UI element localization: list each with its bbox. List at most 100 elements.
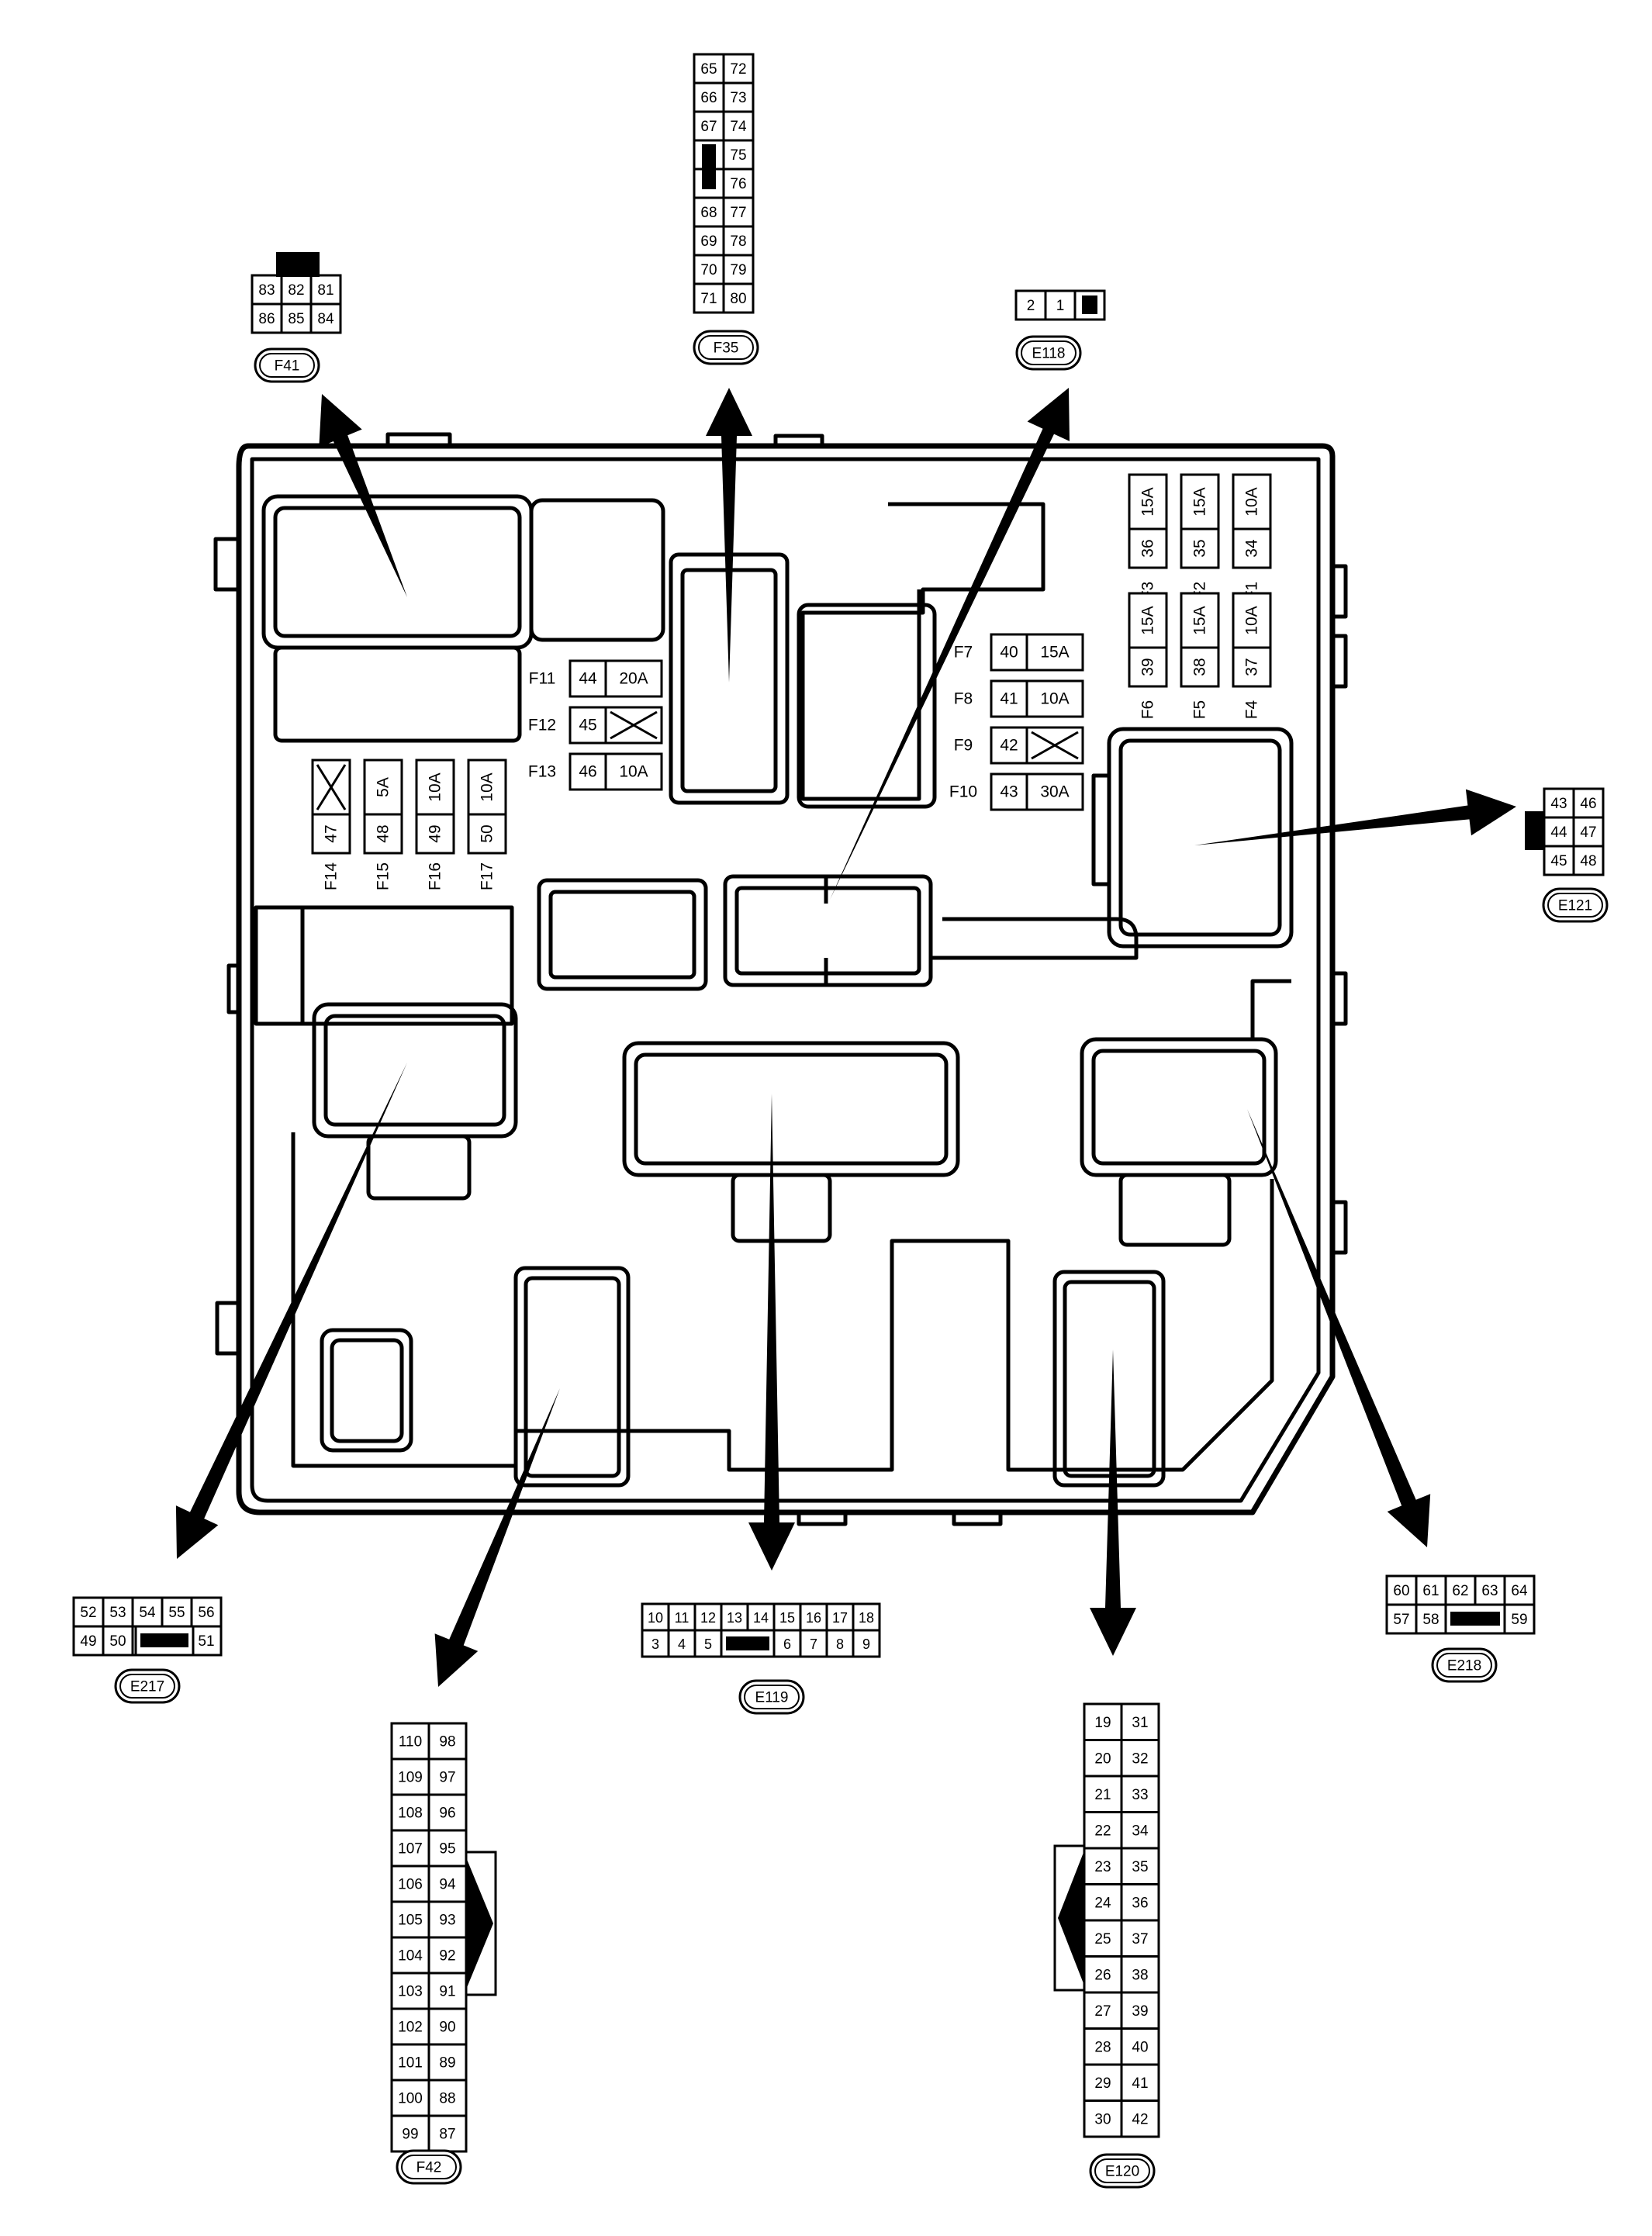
fuse-terminal: 35 [1191, 539, 1209, 557]
pin-number: 109 [398, 1770, 423, 1786]
pin-cell [722, 282, 755, 314]
pin-number: 94 [439, 1877, 456, 1893]
pin-number: 65 [700, 61, 717, 78]
pin-cell [1083, 2063, 1123, 2102]
pin-cell [1120, 1702, 1160, 1741]
pin-number: 8 [836, 1636, 844, 1652]
pin-cell [722, 139, 755, 171]
pin-number: 16 [806, 1610, 821, 1626]
connector-label: E120 [1105, 2164, 1139, 2180]
pin-number: 53 [109, 1605, 126, 1621]
pin-number: 49 [80, 1633, 96, 1650]
pin-cell [280, 302, 313, 334]
pin-number: 100 [398, 2091, 423, 2107]
pin-number: 39 [1132, 2003, 1148, 2020]
connector-label: E118 [1032, 346, 1066, 362]
fuse-name: F16 [427, 862, 444, 890]
pin-number: 69 [700, 233, 717, 250]
pin-number: 102 [398, 2020, 423, 2036]
pin-cell [427, 2079, 468, 2117]
fuse-terminal: 44 [579, 670, 597, 688]
fuse-terminal: 38 [1191, 658, 1209, 676]
pin-cell [722, 196, 755, 228]
fuse-name: F12 [528, 717, 556, 734]
pin-cell [390, 1757, 430, 1796]
pin-number: 91 [439, 1984, 455, 2000]
pin-number: 86 [258, 311, 275, 327]
pin-number: 24 [1094, 1895, 1111, 1911]
pin-number: 20 [1094, 1750, 1111, 1767]
fuse-rating: 30A [1040, 783, 1069, 801]
fuse-rating: 10A [619, 763, 648, 781]
fuse-name: F14 [323, 862, 340, 891]
fuse-name: F11 [529, 670, 556, 688]
fuse-name: F10 [949, 783, 977, 801]
pin-number: 19 [1094, 1715, 1111, 1731]
pin-number: 58 [1422, 1612, 1439, 1628]
fuse-rating: 10A [1040, 690, 1069, 708]
pin-cell [72, 1596, 105, 1628]
pin-number: 70 [700, 262, 717, 278]
pin-cell [693, 53, 725, 85]
pin-cell [1474, 1574, 1506, 1606]
arrow-e118 [830, 388, 1070, 900]
arrow-e119 [748, 1094, 795, 1571]
pin-number: 12 [700, 1610, 716, 1626]
pin-number: 93 [439, 1913, 455, 1929]
pin-number: 25 [1094, 1931, 1111, 1947]
connector-label: E218 [1447, 1658, 1481, 1674]
fuse-name: F13 [528, 763, 556, 781]
pin-number: 75 [730, 147, 746, 164]
pin-number: 51 [198, 1633, 214, 1650]
pin-cell [1503, 1603, 1536, 1635]
fuse-name: F4 [1243, 700, 1261, 719]
pin-number: 85 [288, 311, 304, 327]
pin-number: 26 [1094, 1967, 1111, 1983]
pin-number: 84 [317, 311, 334, 327]
connector-label: F41 [275, 358, 300, 375]
fuse-terminal: 40 [1000, 644, 1018, 662]
fuse-terminal: 50 [479, 824, 496, 842]
pin-cell [390, 1972, 430, 2010]
fuse-rating: 15A [1191, 606, 1209, 634]
pin-cell [1120, 2027, 1160, 2066]
pin-number: 11 [675, 1610, 689, 1626]
pin-number: 104 [398, 1948, 423, 1965]
pin-cell [825, 1602, 855, 1632]
pin-number: 9 [862, 1636, 870, 1652]
pin-number: 97 [439, 1770, 455, 1786]
fuse-name: F17 [479, 862, 496, 890]
pin-cell [1543, 845, 1575, 876]
pin-cell [852, 1629, 881, 1658]
pin-number: 60 [1393, 1583, 1409, 1599]
pin-number: 56 [198, 1605, 214, 1621]
pin-number: 7 [810, 1636, 817, 1652]
pin-number: 2 [1027, 298, 1035, 314]
fuse-name: F9 [954, 737, 973, 755]
pin-number: 78 [730, 233, 746, 250]
pin-number: 48 [1580, 853, 1596, 869]
pin-number: 4 [678, 1636, 686, 1652]
pin-cell [1120, 1775, 1160, 1813]
pin-number: 64 [1511, 1583, 1528, 1599]
pin-number: 68 [700, 205, 717, 221]
pin-number: 73 [730, 90, 746, 106]
pin-number: 23 [1094, 1859, 1111, 1875]
arrow-f42 [434, 1388, 560, 1687]
pin-number: 42 [1132, 2111, 1148, 2127]
fuse-terminal: 48 [375, 824, 392, 842]
pin-cell [251, 302, 283, 334]
fuse-name: F15 [375, 862, 392, 890]
pin-number: 98 [439, 1734, 455, 1750]
pin-number: 37 [1132, 1931, 1148, 1947]
fuse-terminal: 41 [1000, 690, 1018, 708]
